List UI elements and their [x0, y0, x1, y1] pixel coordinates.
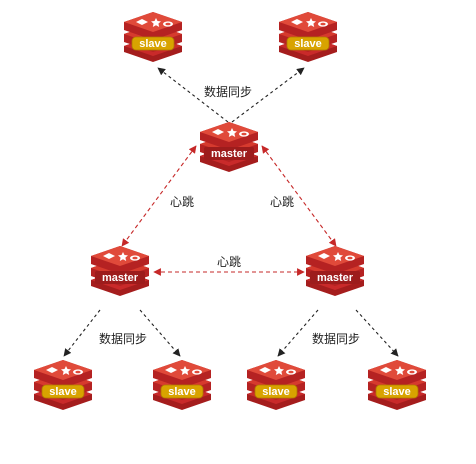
- sync-label-left: 数据同步: [99, 331, 147, 346]
- svg-text:master: master: [102, 272, 139, 284]
- svg-text:master: master: [317, 272, 354, 284]
- svg-text:slave: slave: [262, 386, 290, 398]
- svg-text:slave: slave: [294, 38, 322, 50]
- sync-arrow-top-right: [231, 67, 305, 123]
- heartbeat-label-left-right: 心跳: [217, 255, 241, 269]
- heartbeat-label-top-left: 心跳: [170, 195, 194, 209]
- node-left-slave-2: slave: [153, 360, 211, 410]
- svg-text:slave: slave: [383, 386, 411, 398]
- sync-arrow-left-1: [63, 309, 101, 357]
- node-left-master: master: [91, 246, 149, 296]
- sync-label-top: 数据同步: [204, 84, 252, 99]
- sync-arrow-left-2: [139, 309, 181, 357]
- svg-text:master: master: [211, 148, 248, 160]
- node-right-slave-1: slave: [247, 360, 305, 410]
- node-right-slave-2: slave: [368, 360, 426, 410]
- svg-text:slave: slave: [49, 386, 77, 398]
- sync-label-right: 数据同步: [312, 331, 360, 346]
- sync-arrow-right-2: [355, 309, 399, 357]
- node-right-master: master: [306, 246, 364, 296]
- sync-arrow-top-left: [157, 67, 229, 123]
- sync-arrow-right-1: [277, 309, 319, 357]
- node-top-master: master: [200, 122, 258, 172]
- heartbeat-label-top-right: 心跳: [270, 195, 294, 209]
- svg-text:slave: slave: [168, 386, 196, 398]
- node-top-slave-1: slave: [124, 12, 182, 62]
- svg-text:slave: slave: [139, 38, 167, 50]
- node-top-slave-2: slave: [279, 12, 337, 62]
- node-left-slave-1: slave: [34, 360, 92, 410]
